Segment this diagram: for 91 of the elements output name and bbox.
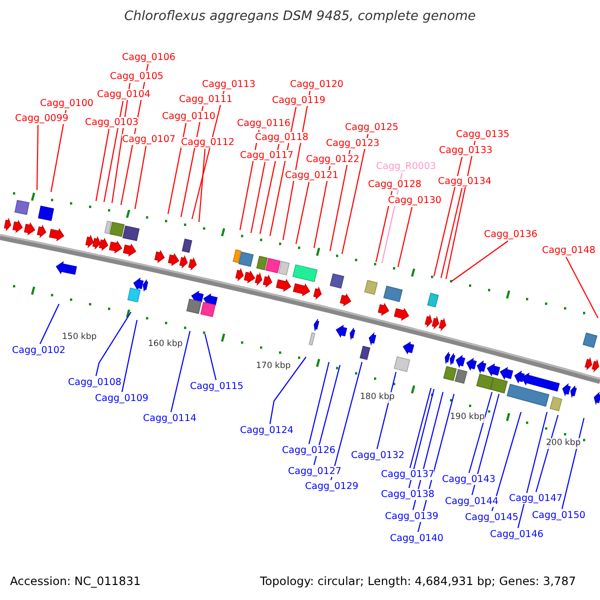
scale-label: 200 kbp bbox=[546, 438, 581, 449]
gene-label: Cagg_0139 bbox=[385, 511, 438, 522]
gene-label: Cagg_0124 bbox=[240, 425, 294, 436]
footer-text: Accession: NC_011831 bbox=[10, 576, 141, 587]
gene-label: Cagg_0106 bbox=[122, 52, 176, 63]
gene-label: Cagg_0121 bbox=[285, 170, 338, 181]
gene-label: Cagg_0133 bbox=[439, 145, 492, 156]
leader-line bbox=[535, 414, 559, 492]
leader-line bbox=[95, 128, 110, 202]
leader-line bbox=[134, 146, 147, 210]
leader-line bbox=[50, 110, 67, 192]
leader-line bbox=[167, 122, 187, 214]
leader-line bbox=[491, 412, 522, 512]
scale-label: 170 kbp bbox=[256, 361, 291, 372]
gene-label: Cagg_0129 bbox=[305, 481, 358, 492]
leader-line bbox=[468, 392, 493, 474]
leader-line bbox=[250, 162, 266, 234]
gene-label: Cagg_0134 bbox=[438, 176, 492, 187]
gene-label: Cagg_0104 bbox=[97, 89, 150, 100]
diagram-title: Chloroflexus aggregans DSM 9485, complete genome bbox=[123, 9, 477, 24]
gene-label: Cagg_0150 bbox=[532, 510, 586, 521]
gene-label: Cagg_0117 bbox=[240, 150, 294, 161]
gene-label: Cagg_0137 bbox=[381, 469, 434, 480]
leader-line bbox=[170, 330, 191, 412]
gene-label: Cagg_0108 bbox=[68, 377, 122, 388]
leader-line bbox=[517, 412, 548, 528]
leader-line bbox=[295, 182, 310, 244]
leader-line bbox=[561, 418, 585, 510]
leader-line bbox=[397, 206, 413, 268]
gene-label: Cagg_0105 bbox=[110, 71, 164, 82]
leader-line bbox=[408, 388, 435, 488]
gene-label: Cagg_0109 bbox=[95, 393, 148, 404]
footer-text: Topology: circular; Length: 4,684,931 bp; Genes: 3,787 bbox=[260, 576, 576, 587]
leader-line bbox=[440, 188, 463, 278]
gene-label: Cagg_0125 bbox=[345, 122, 398, 133]
leader-line bbox=[566, 256, 598, 318]
scale-label: 190 kbp bbox=[450, 412, 485, 423]
gene-label: Cagg_0100 bbox=[40, 98, 94, 109]
leader-line bbox=[36, 125, 39, 190]
leader-line bbox=[329, 150, 351, 252]
gene-label: Cagg_0135 bbox=[456, 129, 510, 140]
gene-label: Cagg_0123 bbox=[326, 138, 380, 149]
gene-label: Cagg_0143 bbox=[442, 474, 496, 485]
gene-label: Cagg_0107 bbox=[122, 134, 176, 145]
leader-line bbox=[433, 156, 463, 276]
gene-label: Cagg_0132 bbox=[351, 450, 404, 461]
scale-label: 150 kbp bbox=[62, 332, 97, 343]
gene-label: Cagg_0116 bbox=[237, 118, 290, 129]
leader-line bbox=[313, 364, 341, 466]
leader-line bbox=[204, 334, 217, 380]
gene-label: Cagg_0138 bbox=[381, 489, 434, 500]
leader-line bbox=[121, 320, 138, 392]
gene-label: Cagg_R0003 bbox=[376, 161, 436, 172]
gene-label: Cagg_0122 bbox=[306, 154, 360, 165]
gene-label: Cagg_0103 bbox=[85, 117, 138, 128]
scale-label: 180 kbp bbox=[360, 392, 395, 403]
leader-line bbox=[452, 240, 508, 282]
leader-line bbox=[308, 362, 330, 444]
gene-label: Cagg_0136 bbox=[484, 229, 538, 240]
gene-label: Cagg_0120 bbox=[290, 79, 344, 90]
gene-label: Cagg_0144 bbox=[445, 496, 498, 507]
gene-label: Cagg_0110 bbox=[162, 111, 216, 122]
leader-line bbox=[95, 312, 132, 376]
gene-label: Cagg_0127 bbox=[288, 466, 342, 477]
leader-line bbox=[259, 144, 280, 234]
gene-label: Cagg_0126 bbox=[282, 445, 336, 456]
leader-line bbox=[269, 356, 306, 424]
gene-label: Cagg_0114 bbox=[143, 413, 196, 424]
gene-label: Cagg_0113 bbox=[202, 79, 256, 90]
gene-label: Cagg_0145 bbox=[465, 512, 518, 523]
leader-line bbox=[330, 362, 363, 480]
gene-label: Cagg_0146 bbox=[490, 529, 544, 540]
leader-line bbox=[471, 394, 500, 496]
leader-line bbox=[103, 100, 124, 202]
gene-label: Cagg_0119 bbox=[272, 95, 326, 106]
gene-label: Cagg_0099 bbox=[15, 113, 68, 124]
gene-label: Cagg_0112 bbox=[181, 137, 234, 148]
gene-label: Cagg_0148 bbox=[542, 245, 596, 256]
gene-label: Cagg_0118 bbox=[255, 132, 308, 143]
leader-line bbox=[341, 134, 369, 254]
scale-label: 160 kbp bbox=[148, 339, 183, 350]
leader-line bbox=[40, 304, 60, 344]
leader-line bbox=[198, 148, 206, 222]
gene-label: Cagg_0102 bbox=[12, 345, 66, 356]
gene-label: Cagg_0128 bbox=[368, 179, 422, 190]
gene-label: Cagg_0140 bbox=[390, 533, 444, 544]
gene-label: Cagg_0111 bbox=[179, 94, 232, 105]
leader-line bbox=[409, 388, 432, 468]
gene-label: Cagg_0130 bbox=[388, 195, 442, 206]
gene-label: Cagg_0115 bbox=[190, 381, 244, 392]
gene-label: Cagg_0147 bbox=[509, 493, 562, 504]
